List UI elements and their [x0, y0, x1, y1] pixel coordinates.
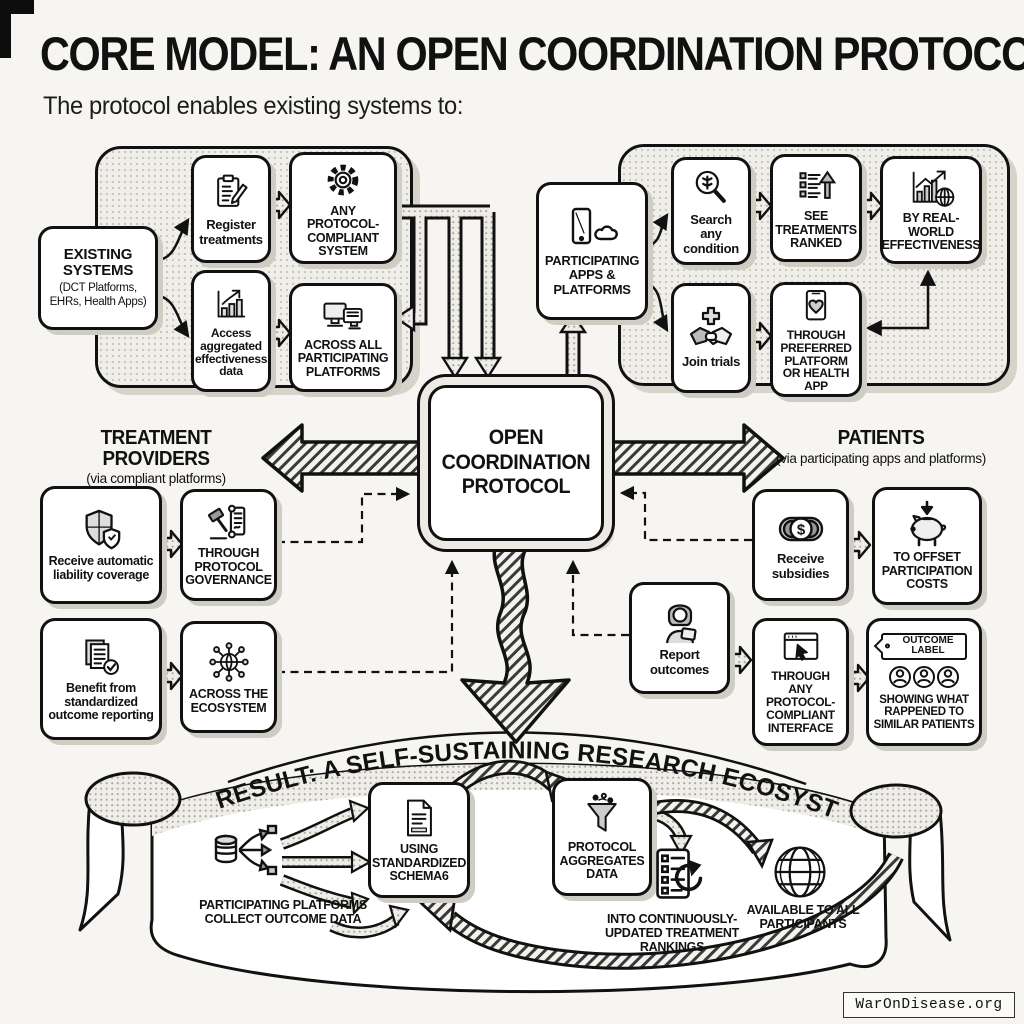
outcome-label-box: OUTCOME LABEL SHOWING WHAT RAPPENED TO S…: [866, 618, 982, 746]
patients-title: PATIENTS: [837, 426, 925, 449]
see-treatments-ranked-label: SEE TREATMENTS RANKED: [775, 209, 857, 251]
protocol-aggregates-label: PROTOCOL AGGREGATES DATA: [559, 840, 645, 882]
receive-subsidies-box: $ Receive subsidies: [752, 489, 849, 601]
clipboard-pencil-icon: [209, 171, 253, 215]
through-preferred-platform-box: THROUGH PREFERRED PLATFORM OR HEALTH APP: [770, 282, 862, 397]
patients-subtitle: (via participating apps and platforms): [776, 450, 986, 466]
existing-systems-title: EXISTING SYSTEMS: [62, 246, 134, 280]
liability-coverage-label: Receive automatic liability coverage: [48, 554, 154, 582]
open-coordination-protocol-box: OPEN COORDINATION PROTOCOL: [428, 385, 604, 541]
compliant-interface-box: THROUGH ANY PROTOCOL-COMPLIANT INTERFACE: [752, 618, 849, 746]
report-outcomes-label: Report outcomes: [649, 647, 709, 677]
across-platforms-box: ACROSS ALL PARTICIPATING PLATFORMS: [289, 283, 397, 392]
network-hub-icon: [206, 639, 252, 685]
standardized-schemas-box: USING STANDARDIZED SCHEMA6: [368, 782, 470, 898]
outcome-label-result: SHOWING WHAT RAPPENED TO SIMILAR PATIENT…: [873, 693, 975, 731]
ranked-list-icon: [794, 165, 838, 207]
rankings-refresh-icon: [650, 845, 708, 907]
documents-check-icon: [79, 635, 123, 679]
gavel-scroll-icon: [206, 502, 252, 544]
any-protocol-system-label: ANY PROTOCOL-COMPLIANT SYSTEM: [306, 203, 380, 258]
arrow-to-result: [460, 538, 571, 744]
treatment-providers-label: TREATMENT PROVIDERS (via compliant platf…: [42, 426, 270, 486]
treatment-providers-subtitle: (via compliant platforms): [86, 471, 226, 486]
browser-cursor-icon: [779, 629, 823, 667]
gear-icon: [321, 158, 365, 202]
through-preferred-platform-label: THROUGH PREFERRED PLATFORM OR HEALTH APP: [780, 327, 852, 394]
existing-systems-box: EXISTING SYSTEMS (DCT Platforms, EHRs, H…: [38, 226, 158, 330]
available-participants-label: AVAILABLE TO ALL PARTICIPANTS: [746, 903, 860, 931]
search-condition-box: Search any condition: [671, 157, 751, 265]
across-ecosystem-box: ACROSS THE ECOSYSTEM: [180, 621, 277, 733]
offset-costs-box: TO OFFSET PARTICIPATION COSTS: [872, 487, 982, 605]
search-condition-label: Search any condition: [683, 212, 739, 256]
participating-apps-label: PARTICIPATING APPS & PLATFORMS: [544, 253, 640, 297]
watermark-text: WarOnDisease.org: [855, 997, 1003, 1013]
page-title: CORE MODEL: AN OPEN COORDINATION PROTOCO…: [40, 27, 1024, 80]
offset-costs-label: TO OFFSET PARTICIPATION COSTS: [881, 550, 973, 592]
compliant-interface-label: THROUGH ANY PROTOCOL-COMPLIANT INTERFACE: [765, 669, 836, 735]
protocol-governance-box: THROUGH PROTOCOL GOVERNANCE: [180, 489, 277, 601]
dollar-subsidy-icon: $: [775, 509, 827, 549]
participating-apps-box: PARTICIPATING APPS & PLATFORMS: [536, 182, 648, 320]
search-medical-icon: [689, 166, 733, 210]
svg-text:$: $: [796, 522, 805, 539]
globe-icon: [770, 842, 830, 902]
patients-group-icon: [886, 664, 962, 690]
access-data-box: Access aggregated effectiveness data: [191, 270, 271, 392]
treatment-providers-title: TREATMENT PROVIDERS: [100, 426, 212, 470]
across-ecosystem-label: ACROSS THE ECOSYSTEM: [189, 687, 268, 715]
report-outcomes-box: Report outcomes: [629, 582, 730, 694]
join-trials-label: Join trials: [681, 354, 741, 370]
real-world-effectiveness-box: BY REAL-WORLD EFFECTIVENESS: [880, 156, 982, 264]
access-data-label: Access aggregated effectiveness data: [194, 325, 268, 379]
bar-chart-up-icon: [211, 284, 251, 324]
funnel-icon: [580, 792, 624, 838]
existing-systems-subtitle: (DCT Platforms, EHRs, Health Apps): [49, 282, 147, 308]
see-treatments-ranked-box: SEE TREATMENTS RANKED: [770, 154, 862, 262]
shield-icon: [78, 508, 124, 552]
across-platforms-label: ACROSS ALL PARTICIPATING PLATFORMS: [297, 337, 389, 379]
collect-outcome-data-label: PARTICIPATING PLATFORMS COLLECT OUTCOME …: [199, 898, 367, 926]
phone-cloud-icon: [561, 205, 623, 251]
register-treatments-box: Register treatments: [191, 155, 271, 263]
schema-document-icon: [397, 796, 441, 840]
outcome-label-tag: OUTCOME LABEL: [873, 632, 967, 660]
database-branch-icon: [210, 822, 282, 894]
outcome-label-tag-text: OUTCOME LABEL: [902, 634, 954, 657]
protocol-aggregates-box: PROTOCOL AGGREGATES DATA: [552, 778, 652, 896]
health-app-heart-icon: [796, 286, 836, 326]
any-protocol-system-box: ANY PROTOCOL-COMPLIANT SYSTEM: [289, 152, 397, 264]
monitors-icon: [320, 296, 366, 336]
outcome-reporting-box: Benefit from standardized outcome report…: [40, 618, 162, 740]
real-world-effectiveness-label: BY REAL-WORLD EFFECTIVENESS: [881, 211, 981, 253]
page-subtitle: The protocol enables existing systems to…: [43, 92, 464, 120]
standardized-schemas-label: USING STANDARDIZED SCHEMA6: [371, 842, 467, 884]
open-coordination-protocol-label: OPEN COORDINATION PROTOCOL: [441, 425, 591, 499]
protocol-governance-label: THROUGH PROTOCOL GOVERNANCE: [185, 546, 272, 588]
join-trials-box: Join trials: [671, 283, 751, 393]
handshake-cross-icon: [687, 306, 735, 352]
arrow-to-patients: [603, 423, 785, 493]
piggy-bank-icon: [902, 500, 952, 548]
effectiveness-globe-icon: [907, 167, 955, 209]
tag-hole-icon: [885, 643, 890, 649]
arrow-to-providers: [261, 423, 427, 493]
patients-label: PATIENTS (via participating apps and pla…: [762, 426, 1000, 466]
receive-subsidies-label: Receive subsidies: [771, 551, 830, 581]
person-tablet-icon: [656, 599, 704, 645]
outcome-reporting-label: Benefit from standardized outcome report…: [48, 681, 154, 723]
register-treatments-label: Register treatments: [199, 217, 263, 247]
liability-coverage-box: Receive automatic liability coverage: [40, 486, 162, 604]
watermark: WarOnDisease.org: [843, 992, 1015, 1018]
